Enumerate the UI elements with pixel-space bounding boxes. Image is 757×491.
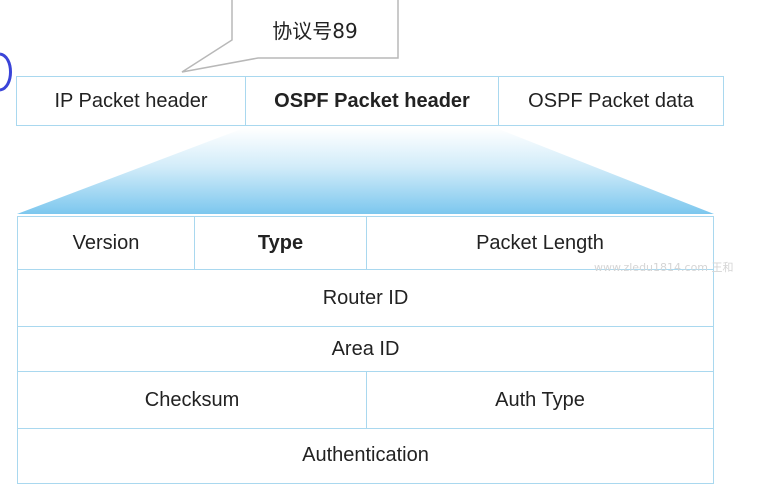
packet-structure-row: IP Packet header OSPF Packet header OSPF… xyxy=(16,76,724,126)
authentication-field: Authentication xyxy=(302,444,429,466)
ospf-header-table: Version Type Packet Length Router ID Are… xyxy=(17,216,714,484)
router-id-field: Router ID xyxy=(322,286,409,309)
protocol-number-label: 协议号89 xyxy=(272,18,358,43)
watermark: www.zledu1814.com 王和 xyxy=(594,261,734,274)
table-row: Authentication xyxy=(18,428,713,482)
checksum-field: Checksum xyxy=(144,388,240,411)
blue-circle-mark xyxy=(0,52,12,92)
table-row: Router ID xyxy=(18,269,713,326)
expansion-trapezoid xyxy=(17,128,714,214)
type-field: Type xyxy=(194,217,366,269)
ospf-packet-header-cell: OSPF Packet header xyxy=(245,77,498,125)
area-id-field: Area ID xyxy=(331,337,400,360)
table-row: Area ID xyxy=(18,326,713,371)
version-field: Version xyxy=(72,231,140,254)
callout-bubble xyxy=(181,0,399,73)
auth-type-field: Auth Type xyxy=(366,372,713,428)
packet-length-field: Packet Length xyxy=(366,217,713,269)
ospf-packet-data-cell: OSPF Packet data xyxy=(498,77,723,125)
table-row: Checksum Auth Type xyxy=(18,371,713,428)
table-row: Version Type Packet Length xyxy=(18,217,713,269)
ip-packet-header-cell: IP Packet header xyxy=(54,89,208,112)
